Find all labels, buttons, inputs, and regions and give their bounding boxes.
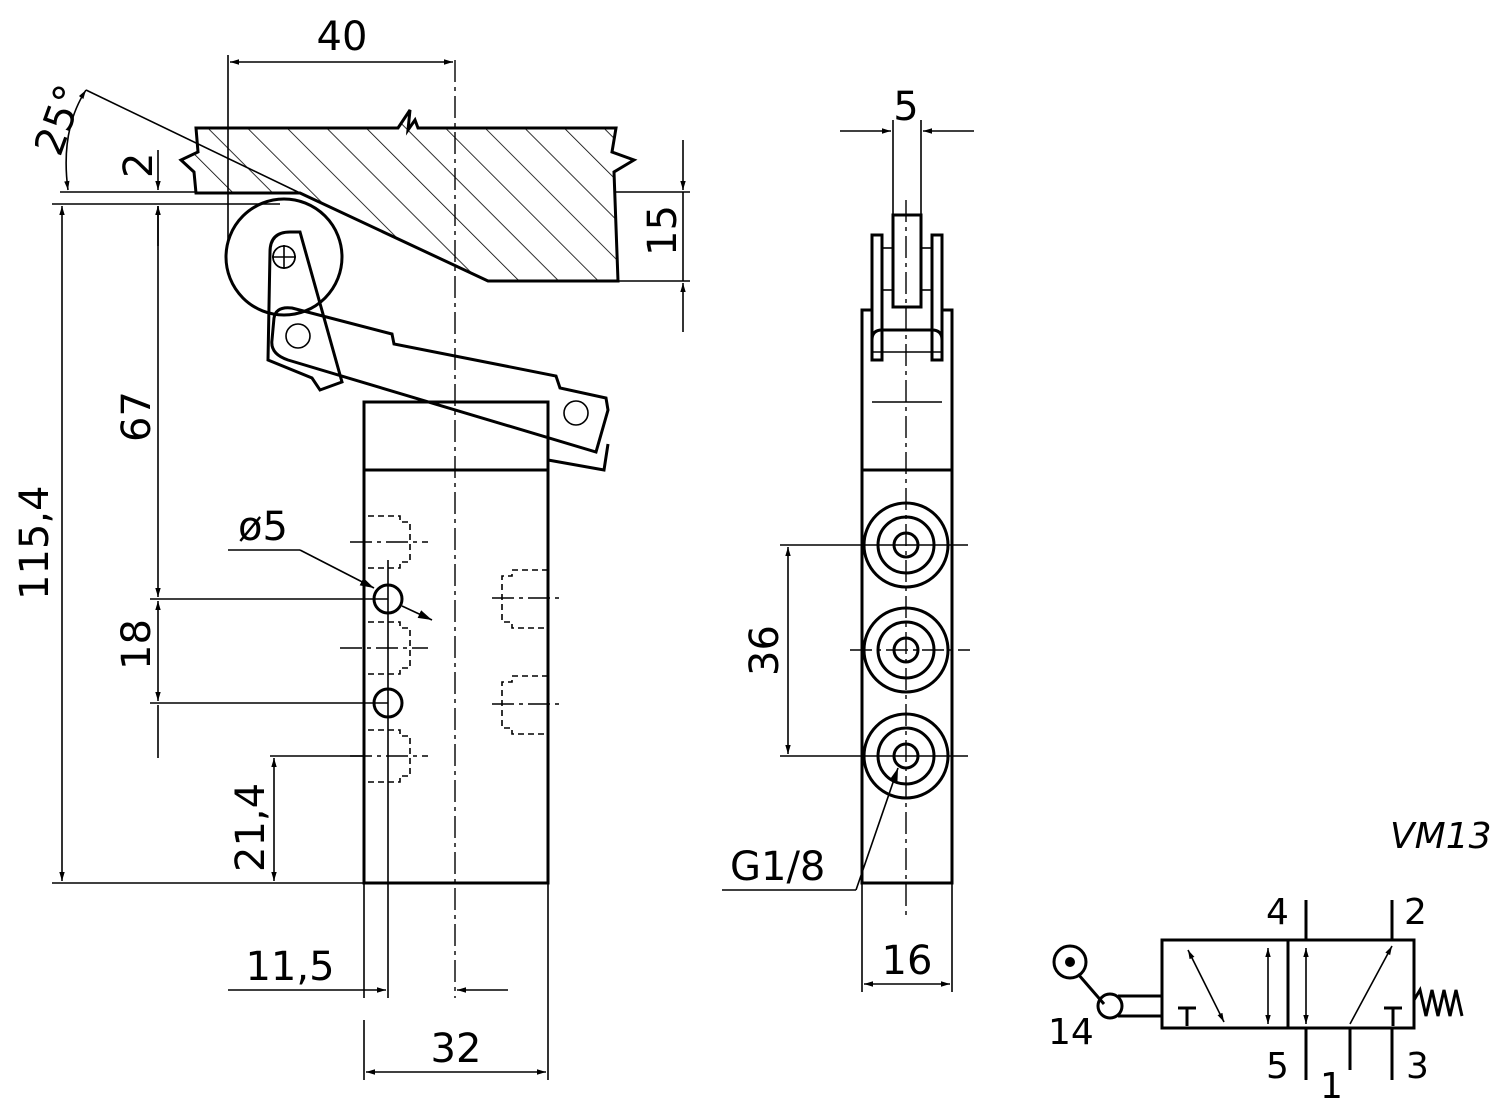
cam-block xyxy=(178,109,638,283)
valve-body xyxy=(362,400,550,885)
dim-115-4: 115,4 xyxy=(12,485,58,600)
dim-36: 36 xyxy=(742,625,788,676)
dim-thread-g18: G1/8 xyxy=(730,844,825,890)
side-roller xyxy=(891,213,923,309)
symbol-spring xyxy=(1412,986,1464,1017)
port-label-4: 4 xyxy=(1266,892,1289,933)
main-lever xyxy=(270,306,610,454)
pneumatic-symbol: VM13 4 2 14 5 1 3 xyxy=(1048,816,1491,1107)
port-label-14: 14 xyxy=(1048,1012,1094,1053)
side-dimensions: 5 36 G1/8 16 xyxy=(722,84,974,992)
side-view xyxy=(850,200,970,915)
front-dimensions: 40 25° 2 15 115,4 67 18 ø xyxy=(12,14,690,1080)
model-label: VM13 xyxy=(1390,816,1491,857)
roller xyxy=(224,197,344,317)
dim-40: 40 xyxy=(317,14,368,60)
side-body xyxy=(860,468,954,885)
dim-15: 15 xyxy=(640,205,686,256)
dim-2: 2 xyxy=(116,153,162,178)
dim-hole-dia: ø5 xyxy=(238,504,288,550)
dim-32: 32 xyxy=(431,1026,482,1072)
dim-5: 5 xyxy=(893,84,918,130)
front-view xyxy=(178,60,638,998)
port-label-1: 1 xyxy=(1320,1066,1343,1107)
side-lever-housing xyxy=(860,308,954,472)
lever-pivot xyxy=(285,323,311,349)
port-label-2: 2 xyxy=(1404,892,1427,933)
lever-end-pin xyxy=(563,400,589,426)
dim-18: 18 xyxy=(114,619,160,670)
dim-21-4: 21,4 xyxy=(228,783,274,872)
dim-11-5: 11,5 xyxy=(245,944,334,990)
dim-67: 67 xyxy=(114,391,160,442)
symbol-roller xyxy=(1052,944,1088,980)
dim-16: 16 xyxy=(882,938,933,984)
port-label-3: 3 xyxy=(1406,1046,1429,1087)
hidden-bores-left xyxy=(340,515,428,783)
roller-arm xyxy=(266,230,344,392)
dim-angle-25: 25° xyxy=(26,79,93,161)
port-label-5: 5 xyxy=(1266,1046,1289,1087)
hidden-bores-right xyxy=(492,569,562,735)
